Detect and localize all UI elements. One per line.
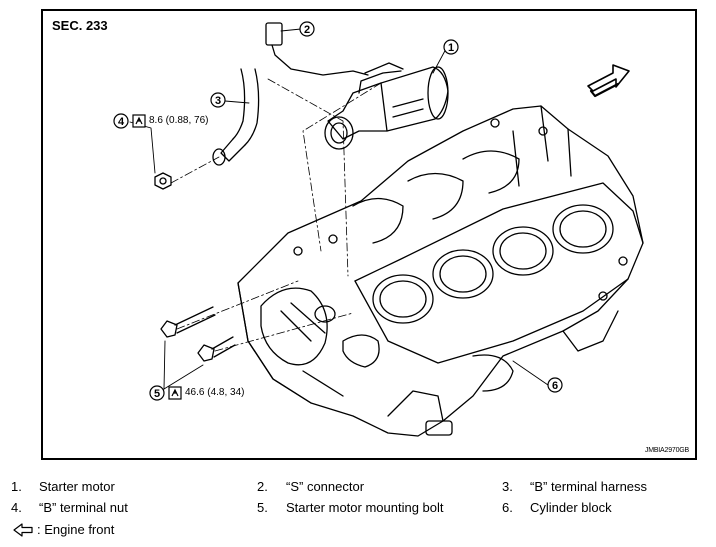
callout-1-text: 1 — [448, 42, 454, 54]
figure-code: JMBIA2970GB — [644, 447, 689, 454]
engine-drawing: 1 2 3 4 5 6 — [113, 21, 644, 437]
b-terminal-nut — [154, 172, 172, 190]
legend-label-3: “B” terminal harness — [530, 479, 648, 494]
legend-label-1: Starter motor — [39, 479, 115, 494]
engine-front-arrow-icon — [13, 523, 33, 537]
legend-num-2: 2. — [257, 479, 268, 494]
legend-num-5: 5. — [257, 500, 268, 515]
torque-wrench-icon — [168, 386, 182, 400]
s-connector — [265, 22, 369, 76]
callout-6: 6 — [547, 377, 563, 393]
legend-num-1: 1. — [11, 479, 22, 494]
cylinder-block — [237, 105, 644, 437]
legend-num-6: 6. — [502, 500, 513, 515]
callout-2-text: 2 — [304, 24, 310, 36]
legend-label-6: Cylinder block — [530, 500, 612, 515]
section-label: SEC. 233 — [52, 18, 108, 33]
legend-num-3: 3. — [502, 479, 513, 494]
engine-front-arrow — [587, 64, 630, 92]
legend-label-5: Starter motor mounting bolt — [286, 500, 444, 515]
torque-spec-nut: 8.6 (0.88, 76) — [149, 115, 209, 126]
callout-2: 2 — [299, 21, 315, 37]
engine-front-note: : Engine front — [37, 522, 115, 537]
legend-num-4: 4. — [11, 500, 22, 515]
callout-3-text: 3 — [215, 95, 221, 107]
callout-6-text: 6 — [552, 380, 558, 392]
callout-4-text: 4 — [118, 116, 125, 128]
mounting-bolts — [160, 306, 236, 362]
callout-4: 4 — [113, 113, 129, 129]
callout-5-text: 5 — [154, 388, 160, 400]
b-terminal-harness — [212, 68, 260, 166]
legend-label-2: “S” connector — [286, 479, 365, 494]
legend-label-4: “B” terminal nut — [39, 500, 128, 515]
callout-3: 3 — [210, 92, 226, 108]
callout-1: 1 — [443, 39, 459, 55]
diagram-frame: SEC. 233 — [41, 9, 697, 460]
torque-spec-bolt: 46.6 (4.8, 34) — [185, 387, 245, 398]
starter-motor — [324, 62, 449, 150]
torque-wrench-icon — [132, 114, 146, 128]
callout-5: 5 — [149, 385, 165, 401]
